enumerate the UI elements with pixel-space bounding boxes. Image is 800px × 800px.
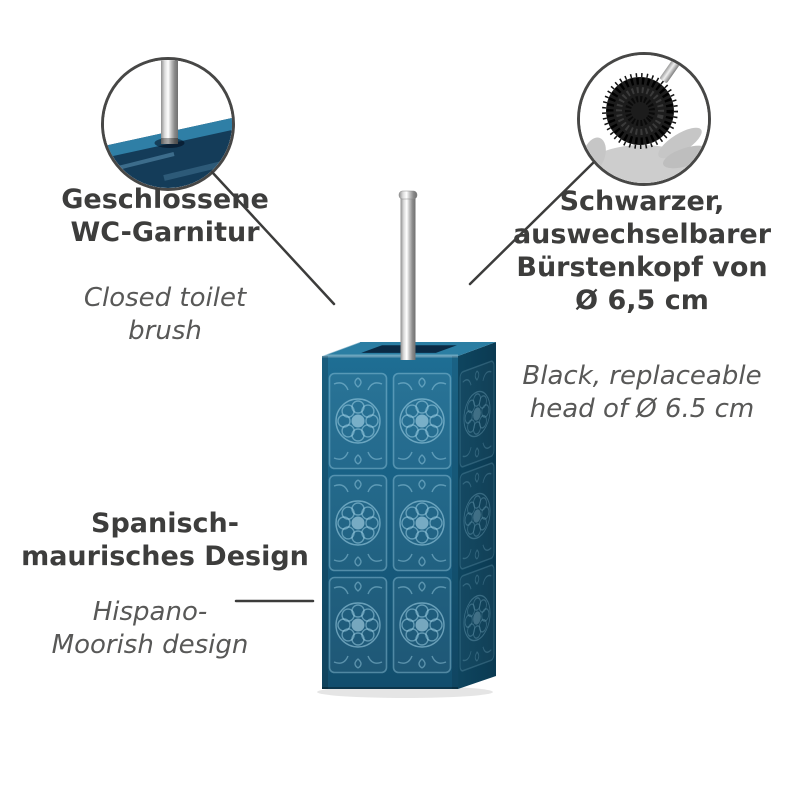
brush-head-detail-image: [580, 55, 708, 183]
callout-design-subtitle: Hispano- Moorish design: [51, 597, 249, 661]
hand: [582, 127, 708, 183]
callout-head-subtitle: Black, replaceable head of Ø 6.5 cm: [522, 361, 762, 425]
callout-closed-title: Geschlossene WC-Garnitur: [61, 184, 269, 248]
brush-stem-stub: [660, 57, 681, 83]
callout-design-title: Spanisch- maurisches Design: [21, 508, 309, 572]
toilet-brush-holder-product: [317, 190, 496, 698]
black-brush-head: [602, 73, 678, 149]
closed-lid-detail-image: [104, 60, 232, 188]
surface-reflection-2: [163, 161, 223, 181]
surface-reflection: [117, 152, 175, 170]
ceramic-holder-body: [321, 341, 496, 689]
brush-head-zoom-inset: [577, 52, 711, 186]
callout-head-title: Schwarzer, auswechselbarer Bürstenkopf v…: [512, 186, 772, 316]
front-top-edge-highlight: [322, 354, 458, 358]
chrome-handle-closeup: [161, 60, 178, 144]
holder-bottom-edge: [322, 687, 458, 689]
chrome-brush-handle: [398, 190, 418, 360]
rod-base-shade: [161, 138, 178, 144]
closed-lid-zoom-inset: [101, 57, 235, 191]
side-tile-pattern: [459, 359, 495, 673]
callout-closed-subtitle: Closed toilet brush: [83, 283, 247, 347]
